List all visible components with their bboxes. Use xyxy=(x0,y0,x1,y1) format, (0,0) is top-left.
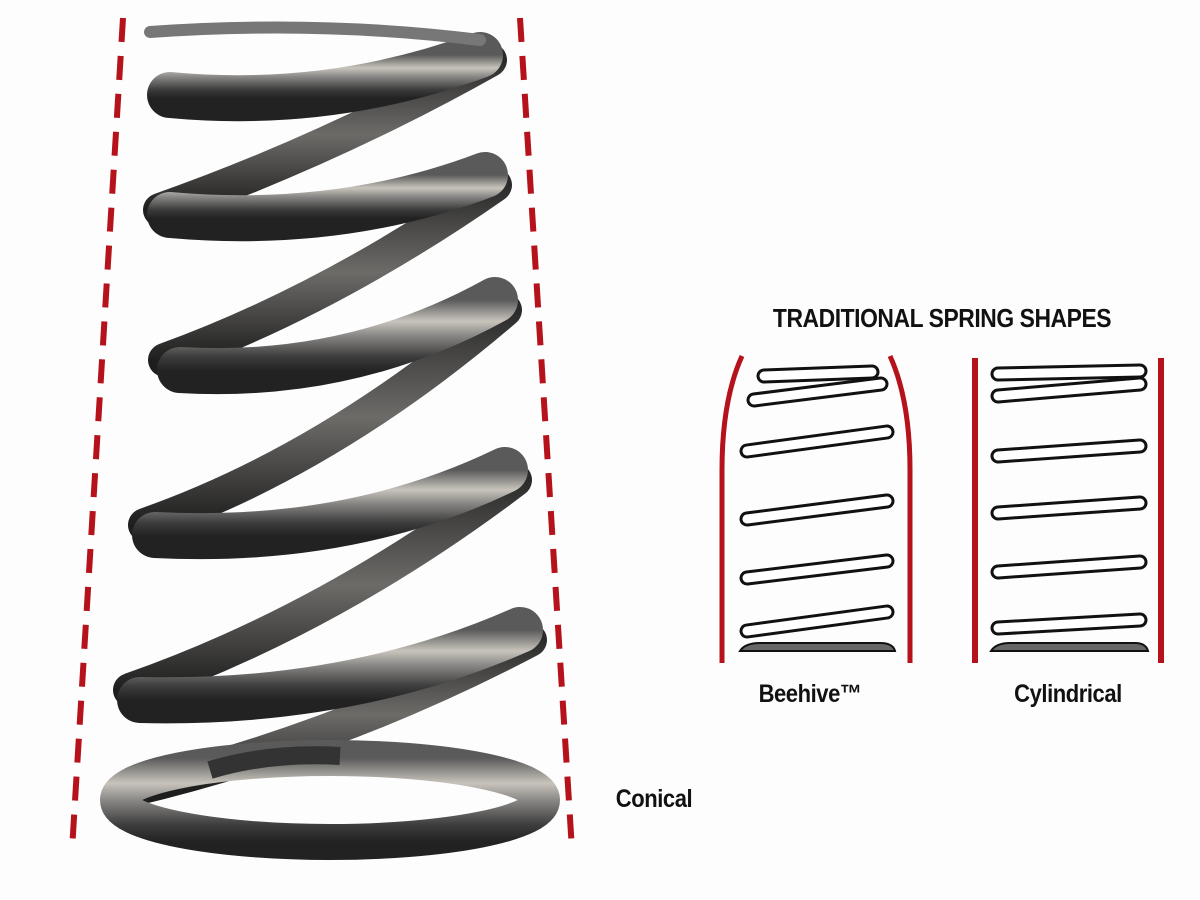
beehive-diagram xyxy=(719,354,913,663)
conical-label: Conical xyxy=(615,785,693,813)
conical-outline xyxy=(69,17,575,851)
beehive-label: Beehive™ xyxy=(758,680,862,708)
diagram-title: TRADITIONAL SPRING SHAPES xyxy=(772,303,1112,333)
conical-spring-photo xyxy=(100,21,560,860)
cylindrical-label: Cylindrical xyxy=(1014,680,1122,708)
cylindrical-diagram xyxy=(972,358,1164,663)
